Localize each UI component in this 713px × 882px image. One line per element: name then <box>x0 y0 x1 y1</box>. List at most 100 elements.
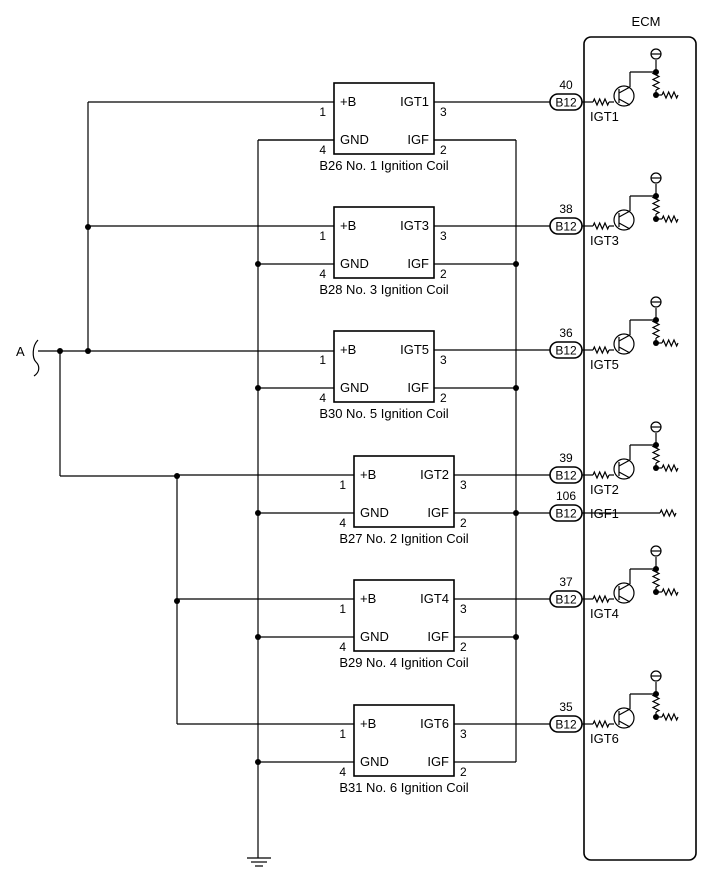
junction-dot <box>653 442 659 448</box>
junction-dot <box>653 566 659 572</box>
ecm-driver-circuit: IGT2 <box>590 421 679 497</box>
junction-dot <box>57 348 63 354</box>
power-terminal-label: +B <box>360 467 376 482</box>
pin-number: 1 <box>319 105 326 119</box>
ecm-pin-number: 37 <box>559 575 573 589</box>
junction-dot <box>653 92 659 98</box>
pin-number: 3 <box>440 105 447 119</box>
junction-dot <box>85 224 91 230</box>
feedback-terminal-label: IGF <box>427 629 449 644</box>
emitter <box>618 346 631 354</box>
resistor-icon <box>592 470 610 480</box>
ecm-pin-number: 35 <box>559 700 573 714</box>
coil-box <box>333 206 435 279</box>
feedback-terminal-label: IGF <box>407 380 429 395</box>
trigger-terminal-label: IGT1 <box>400 94 429 109</box>
junction-dot <box>653 465 659 471</box>
ecm-signal-label: IGT6 <box>590 731 619 746</box>
resistor-icon <box>661 214 679 224</box>
ecm-driver-circuit: IGT6 <box>590 670 679 746</box>
resistor-icon <box>659 508 677 518</box>
coil-caption: B27 No. 2 Ignition Coil <box>339 531 468 546</box>
coil-caption: B29 No. 4 Ignition Coil <box>339 655 468 670</box>
junction-dot <box>174 473 180 479</box>
resistor-icon <box>592 221 610 231</box>
pin-number: 2 <box>440 391 447 405</box>
pin-number: 2 <box>460 765 467 779</box>
pin-number: 3 <box>440 353 447 367</box>
pin-number: 4 <box>339 640 346 654</box>
ecm-driver-circuit: IGT4 <box>590 545 679 621</box>
ecm-signal-label: IGT4 <box>590 606 619 621</box>
connector-pill <box>549 715 583 733</box>
coil-box <box>353 455 455 528</box>
ground-terminal-label: GND <box>360 629 389 644</box>
resistor-icon <box>661 338 679 348</box>
feedback-terminal-label: IGF <box>427 754 449 769</box>
pin-number: 1 <box>319 353 326 367</box>
coil-caption: B28 No. 3 Ignition Coil <box>319 282 448 297</box>
pin-number: 4 <box>339 516 346 530</box>
ecm-driver-circuit: IGT3 <box>590 172 679 248</box>
connector-label: B12 <box>555 96 577 110</box>
collector <box>618 334 631 342</box>
power-terminal-label: +B <box>360 591 376 606</box>
transistor-icon <box>613 333 635 355</box>
ecm-signal-label: IGT5 <box>590 357 619 372</box>
ecm-signal-label: IGT3 <box>590 233 619 248</box>
emitter <box>618 471 631 479</box>
junction-dot <box>255 759 261 765</box>
feedback-terminal-label: IGF <box>407 256 429 271</box>
collector <box>618 583 631 591</box>
collector <box>618 459 631 467</box>
ground-terminal-label: GND <box>360 505 389 520</box>
connector-pill <box>549 590 583 608</box>
pin-number: 2 <box>440 267 447 281</box>
junction-dot <box>513 634 519 640</box>
ground-terminal-label: GND <box>340 380 369 395</box>
junction-dot <box>255 261 261 267</box>
transistor-icon <box>613 458 635 480</box>
pin-number: 2 <box>460 516 467 530</box>
power-terminal-label: +B <box>340 94 356 109</box>
resistor-icon <box>592 97 610 107</box>
collector <box>618 708 631 716</box>
ecm-driver-circuit: IGT1 <box>590 48 679 124</box>
junction-dot <box>513 261 519 267</box>
trigger-terminal-label: IGT6 <box>420 716 449 731</box>
coil-caption: B31 No. 6 Ignition Coil <box>339 780 468 795</box>
ground-terminal-label: GND <box>360 754 389 769</box>
pin-number: 3 <box>440 229 447 243</box>
ecm-signal-label: IGT1 <box>590 109 619 124</box>
ecm-driver-circuit: IGT5 <box>590 296 679 372</box>
coil-caption: B30 No. 5 Ignition Coil <box>319 406 448 421</box>
junction-dot <box>255 510 261 516</box>
coil-box <box>333 82 435 155</box>
pin-number: 4 <box>319 391 326 405</box>
pin-number: 1 <box>319 229 326 243</box>
bus-wires <box>38 102 517 858</box>
junction-dot <box>653 340 659 346</box>
connector-pill <box>549 466 583 484</box>
connector-pill <box>549 341 583 359</box>
junction-dot <box>653 714 659 720</box>
connector-label: B12 <box>555 220 577 234</box>
feedback-terminal-label: IGF <box>407 132 429 147</box>
ecm-pin-number: 39 <box>559 451 573 465</box>
power-terminal-label: +B <box>340 218 356 233</box>
ecm-pin-number: 38 <box>559 202 573 216</box>
junction-dot <box>513 510 519 516</box>
ecm-pin-number: 36 <box>559 326 573 340</box>
transistor-icon <box>613 209 635 231</box>
pin-number: 4 <box>319 143 326 157</box>
connector-label: B12 <box>555 718 577 732</box>
collector <box>618 86 631 94</box>
junction-dot <box>653 589 659 595</box>
harness-label: A <box>16 344 25 359</box>
